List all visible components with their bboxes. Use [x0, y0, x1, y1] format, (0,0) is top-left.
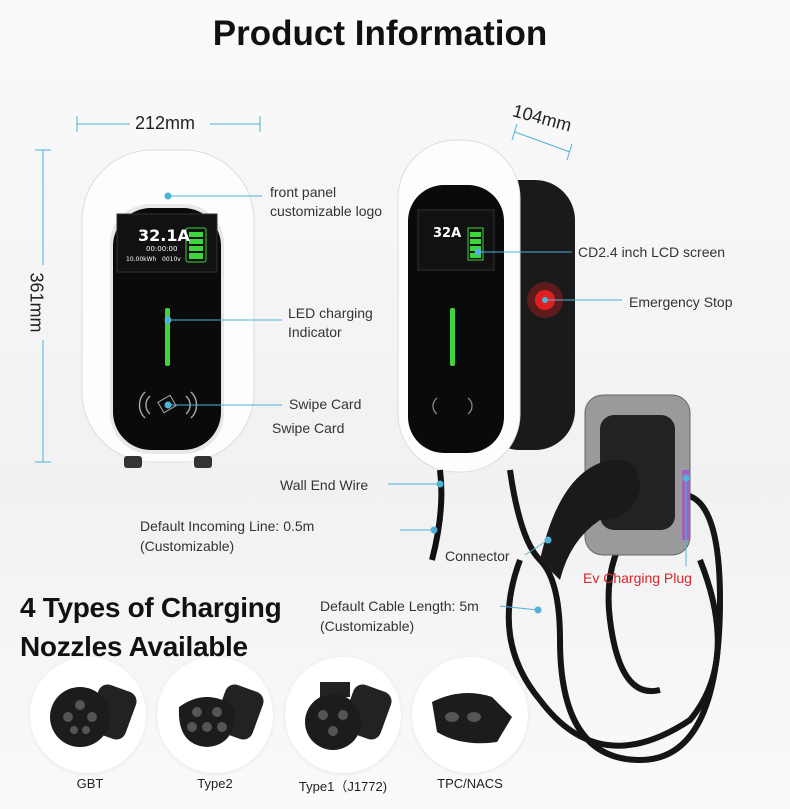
callout-dots	[164, 192, 690, 614]
callout-led-1: LED charging	[288, 305, 373, 321]
nozzle-label-nacs: TPC/NACS	[437, 776, 503, 791]
callout-cable-length: Default Cable Length: 5m	[320, 598, 479, 614]
front-charger	[81, 149, 255, 468]
callout-custom-logo: customizable logo	[270, 203, 383, 219]
width-dimension: 212mm	[135, 113, 196, 133]
nozzles-heading-1: 4 Types of Charging	[20, 592, 282, 623]
front-lcd-energy: 10.00kWh	[126, 256, 157, 263]
callout-cable-custom: (Customizable)	[320, 618, 415, 634]
page-title: Product Information	[212, 14, 548, 53]
nozzle-label-type1: Type1（J1772)	[298, 779, 388, 794]
nozzle-type2-image	[157, 657, 273, 773]
nozzles-heading-2: Nozzles Available	[20, 631, 248, 662]
height-dimension: 361mm	[26, 272, 47, 333]
callout-connector: Connector	[445, 548, 510, 564]
callout-incoming-custom: (Customizable)	[140, 538, 235, 554]
callout-estop: Emergency Stop	[629, 294, 733, 310]
callout-swipe-card: Swipe Card	[289, 396, 362, 412]
nozzle-type1-image	[285, 657, 401, 773]
callout-front-panel: front panel	[270, 184, 337, 200]
ev-plug-holder	[540, 394, 691, 580]
nozzle-gbt-image	[30, 657, 146, 773]
callout-incoming-line: Default Incoming Line: 0.5m	[140, 518, 315, 534]
front-lcd-time: 00:00:00	[146, 245, 178, 253]
nozzle-label-gbt: GBT	[76, 776, 104, 791]
callout-wall-wire: Wall End Wire	[280, 477, 369, 493]
nozzle-label-type2: Type2	[197, 776, 233, 791]
front-lcd-current: 32.1A	[138, 226, 190, 245]
callout-swipe-card-2: Swipe Card	[272, 420, 345, 436]
side-lcd-current: 32A	[433, 226, 462, 241]
nozzle-nacs-image	[412, 657, 528, 773]
callout-lines	[168, 195, 687, 611]
callout-led-2: Indicator	[288, 324, 342, 340]
callout-lcd: CD2.4 inch LCD screen	[578, 244, 726, 260]
front-lcd-voltage: 0010v	[162, 256, 181, 263]
callout-plug: Ev Charging Plug	[583, 570, 692, 586]
dimension-lines	[35, 116, 573, 463]
